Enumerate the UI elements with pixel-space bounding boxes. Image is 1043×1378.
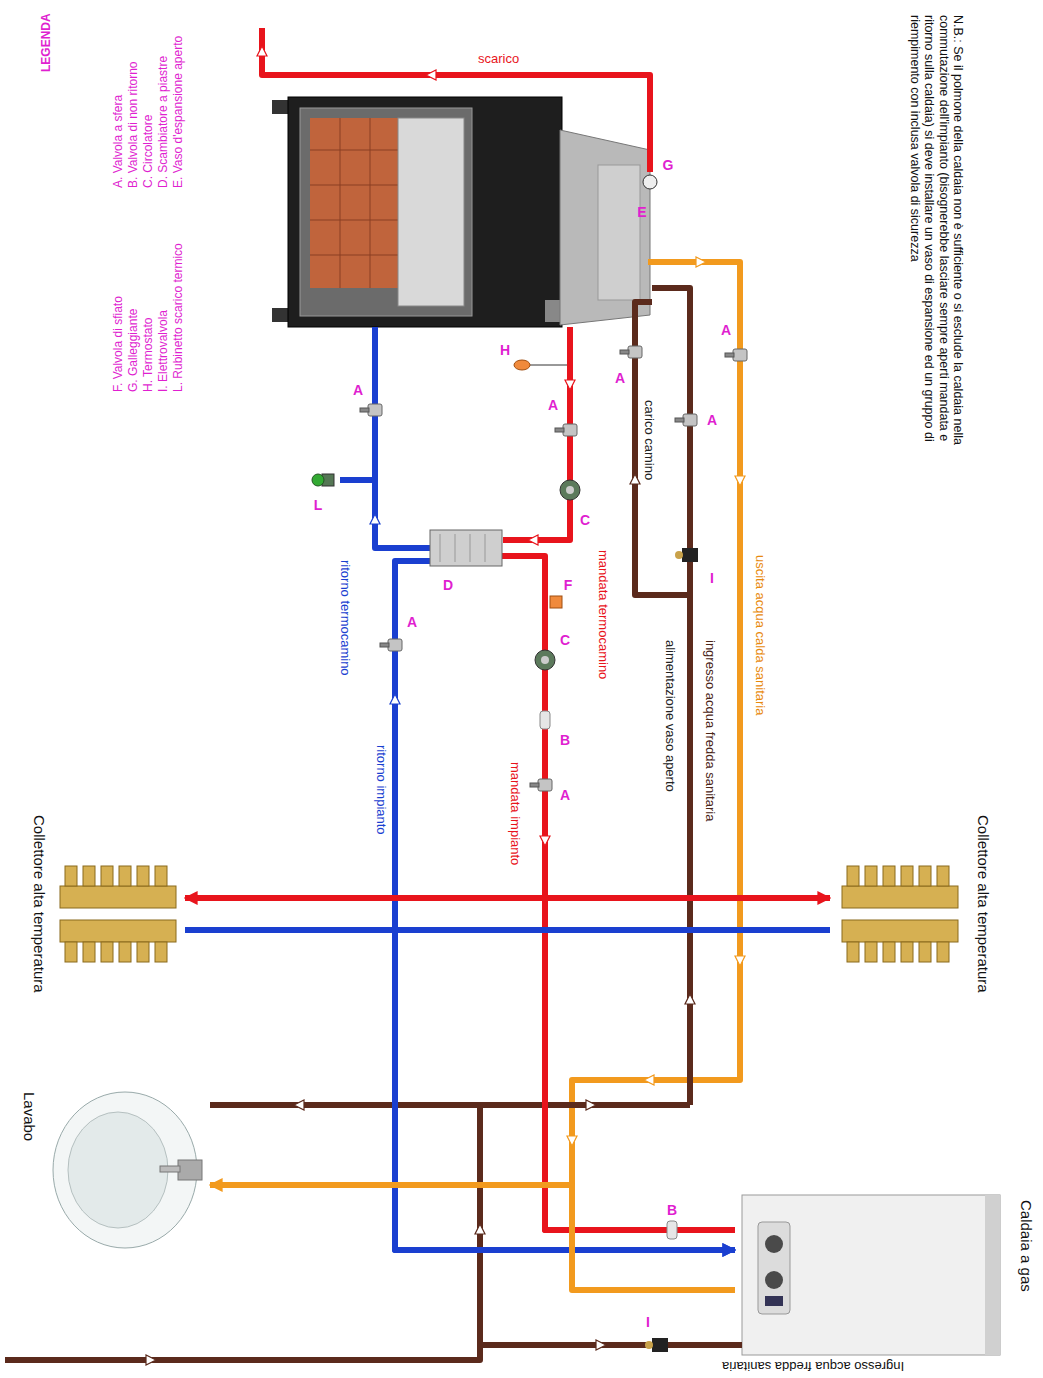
label-text: L <box>314 497 323 513</box>
label-text: E <box>637 204 646 220</box>
label-text: A <box>721 322 731 338</box>
pipe-connector <box>185 930 735 1250</box>
gas-boiler-figure <box>742 1195 1000 1355</box>
thermostat <box>514 360 567 370</box>
label-text: A <box>548 397 558 413</box>
pipe-connector <box>210 1185 735 1290</box>
float-valve <box>643 175 657 189</box>
label-text: ritorno impianto <box>373 745 388 835</box>
label-text: Ingresso acqua fredda sanitaria <box>722 1358 904 1373</box>
manifold-figure <box>842 866 958 962</box>
circulator-pump <box>535 480 580 670</box>
label-text: A <box>560 787 570 803</box>
label-text: F <box>564 577 573 593</box>
label-text: A <box>615 370 625 386</box>
component-box: Lavabo <box>15 1080 210 1260</box>
component-label: Lavabo <box>21 1092 38 1141</box>
label-text: H <box>500 342 510 358</box>
label-text: I <box>646 1314 650 1330</box>
component-box: Collettore alta temperatura <box>25 800 185 1035</box>
legend-entry: F. Valvola di sfiato <box>112 296 126 392</box>
label-text: C <box>560 632 570 648</box>
label-text: B <box>667 1202 677 1218</box>
pipes <box>5 28 742 1360</box>
legend-entry: D. Scambiatore a piastre <box>157 56 171 188</box>
legend-entry: E. Vaso d'espansione aperto <box>172 36 186 188</box>
component-label: Collettore alta temperatura <box>31 815 48 993</box>
label-text: C <box>580 512 590 528</box>
label-text: B <box>560 732 570 748</box>
pipe-connector <box>185 898 735 1230</box>
legend-entry: A. Valvola a sfera <box>112 95 126 188</box>
legend-entry: H. Termostato <box>142 318 156 392</box>
component-box: Collettore alta temperatura <box>830 800 1000 1035</box>
label-text: mandata impianto <box>507 762 522 865</box>
label-text: A <box>407 614 417 630</box>
label-text: scarico <box>478 52 519 67</box>
label-text: ritorno termocamino <box>337 560 352 676</box>
label-text: mandata termocamino <box>595 550 610 679</box>
sink-figure <box>53 1092 202 1248</box>
label-text: N.B.: Se il polmone della caldaia non è … <box>908 15 966 455</box>
label-text: D <box>443 577 453 593</box>
fireplace-figure <box>272 97 650 327</box>
manifold-figure <box>60 866 176 962</box>
label-text: I <box>710 570 714 586</box>
air-vent <box>550 596 562 608</box>
flow-arrows <box>146 46 745 1365</box>
label-text: G <box>663 157 674 173</box>
component-label: Caldaia a gas <box>1018 1200 1035 1292</box>
label-text: A <box>353 382 363 398</box>
solenoid-valve <box>645 548 698 1352</box>
legend-entry: C. Circolatore <box>142 115 156 188</box>
label-text: uscita acqua calda sanitaria <box>752 555 767 715</box>
label-text: alimentazione vaso aperto <box>662 640 677 792</box>
label-text: ingresso acqua fredda sanitaria <box>702 640 717 821</box>
plate-exchanger <box>430 530 502 566</box>
legend-entry: B. Valvola di non ritorno <box>127 61 141 188</box>
label-text: A <box>707 412 717 428</box>
pipe-connector <box>395 930 830 1250</box>
label-text: LEGENDA <box>40 13 54 72</box>
legend-entry: G. Galleggiante <box>127 309 141 392</box>
pipe-connector <box>545 898 830 1230</box>
component-label: Collettore alta temperatura <box>975 815 992 993</box>
legend-entry: I. Elettrovalvola <box>157 310 171 392</box>
check-valve <box>540 711 677 1239</box>
legend-entry: L. Rubinetto scarico termico <box>172 243 186 392</box>
label-text: carico camino <box>641 400 656 480</box>
drain-tap <box>312 474 334 486</box>
component-box: Caldaia a gas <box>735 1190 1040 1365</box>
ball-valve <box>360 346 747 791</box>
